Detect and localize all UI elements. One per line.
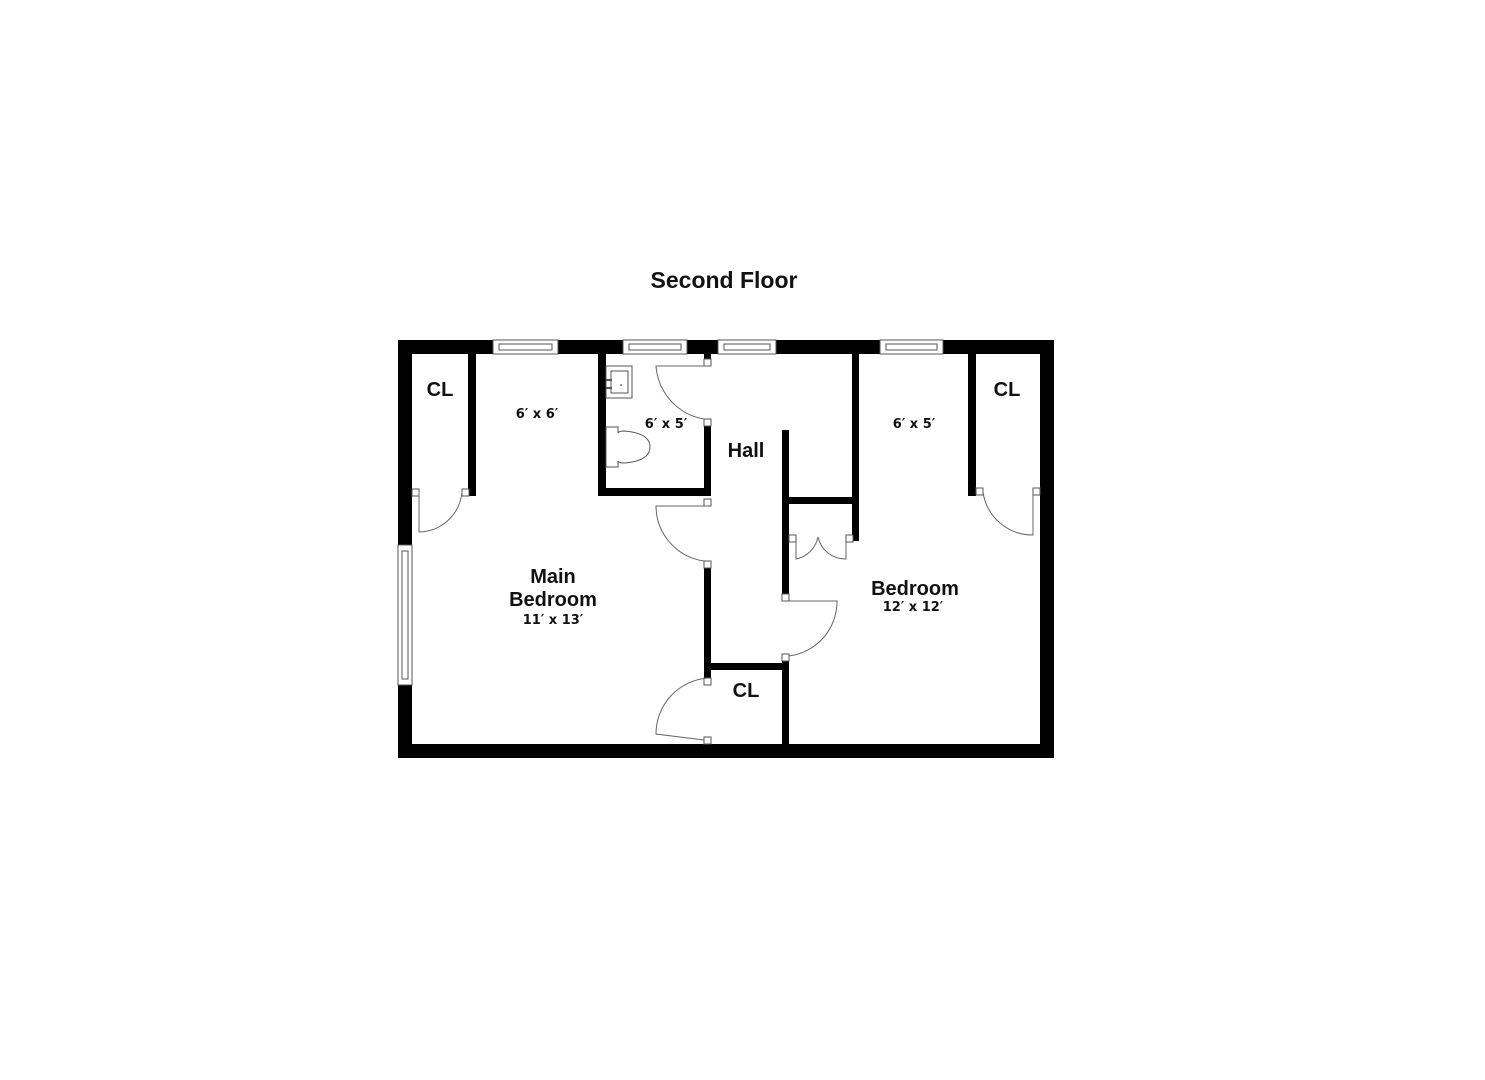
label-main-bedroom-line2: Bedroom [509,589,597,611]
dims-walk-in-right: 6′ x 5′ [893,417,936,432]
door-walk-in-right-double [795,536,847,560]
label-closet-left: CL [427,379,454,401]
window-left [397,544,413,686]
window-top-2 [622,339,688,355]
door-bottom-closet [655,677,709,741]
label-hall: Hall [728,440,765,462]
window-top-4 [879,339,944,355]
windows [397,339,944,686]
door-right-closet [982,491,1034,536]
sink-icon [605,365,633,399]
toilet-icon [605,426,651,468]
label-bedroom: Bedroom [871,578,959,600]
label-main-bedroom-line1: Main [530,566,576,588]
bathroom-fixtures [605,365,651,468]
label-closet-bottom: CL [733,680,760,702]
door-bedroom [788,600,838,657]
interior-walls [468,354,976,746]
door-main-bedroom-hall [655,505,708,562]
dims-main-bedroom: 11′ x 13′ [523,613,584,628]
door-swings [418,365,1034,741]
dims-walk-in-left: 6′ x 6′ [516,407,559,422]
dims-bathroom: 6′ x 5′ [645,417,688,432]
plan-title: Second Floor [651,267,798,293]
door-left-closet [418,491,463,533]
door-bathroom [655,365,708,420]
room-labels: CL 6′ x 6′ 6′ x 5′ Hall 6′ x 5′ CL Main … [427,379,1021,702]
door-jambs [411,358,1041,745]
window-top-3 [717,339,777,355]
outer-walls [398,340,1054,758]
label-closet-right: CL [994,379,1021,401]
window-top-1 [492,339,559,355]
dims-bedroom: 12′ x 12′ [883,600,944,615]
